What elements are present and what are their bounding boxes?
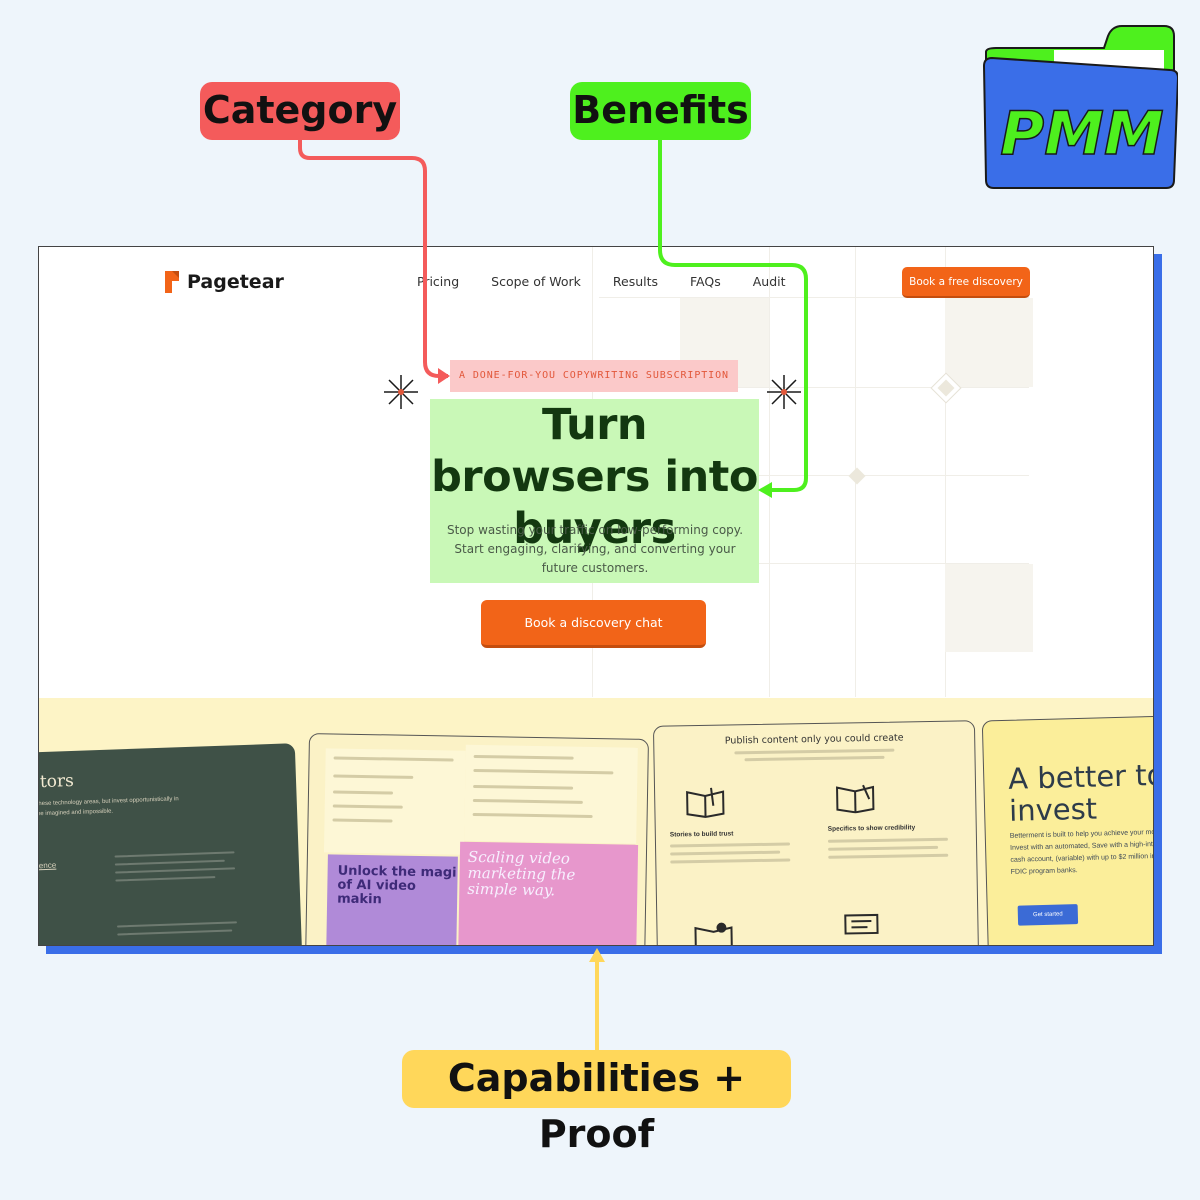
text-line (670, 842, 791, 848)
brand-name: Pagetear (187, 271, 284, 293)
case-study-card-ai-video[interactable]: Unlock the magi of AI video makin Scalin… (305, 733, 649, 945)
hero-subheadline: Stop wasting your traffic on low-perform… (446, 523, 744, 575)
capabilities-proof-label: Capabilities + Proof (402, 1050, 791, 1156)
sparkle-icon (383, 374, 419, 410)
text-line (670, 850, 781, 856)
text-line (828, 845, 939, 851)
book-icon (693, 921, 734, 945)
card-title: tors (39, 770, 75, 793)
nav-faqs[interactable]: FAQs (690, 274, 721, 289)
book-icon (685, 786, 726, 819)
scaling-video-text: Scaling video marketing the simple way. (467, 847, 576, 900)
proof-card-strip: tors these technology areas, but invest … (39, 698, 1154, 945)
text-line (114, 859, 225, 866)
text-line (115, 876, 216, 882)
case-study-card-dark[interactable]: tors these technology areas, but invest … (39, 743, 304, 945)
category-label: Category (200, 82, 400, 140)
text-line (114, 851, 235, 858)
card-title: Publish content only you could create (724, 732, 904, 747)
stories-label: Stories to build trust (669, 830, 734, 839)
grid-cell (945, 298, 1033, 387)
book-icon (835, 781, 876, 814)
card-text: he imagined and impossible. (39, 808, 114, 818)
card-link: ence (39, 860, 57, 871)
chat-icon (841, 913, 882, 945)
eyebrow-text: A DONE-FOR-YOU COPYWRITING SUBSCRIPTION (459, 370, 729, 381)
pagetear-logo-icon (165, 271, 179, 293)
unlock-ai-video-text: Unlock the magi of AI video makin (337, 863, 457, 908)
text-line (744, 755, 885, 762)
card-panel (464, 744, 638, 844)
pmm-logo-text: PMM (1000, 99, 1163, 169)
text-line (828, 853, 949, 859)
grid-line (599, 387, 1029, 388)
website-screenshot: Pagetear Pricing Scope of Work Results F… (38, 246, 1154, 946)
sparkle-icon (766, 374, 802, 410)
text-line (115, 867, 236, 874)
main-nav: Pricing Scope of Work Results FAQs Audit (417, 274, 786, 289)
book-discovery-chat-button[interactable]: Book a discovery chat (481, 600, 706, 648)
case-study-card-betterment[interactable]: A better to invest Betterment is built t… (981, 715, 1154, 945)
get-started-button[interactable]: Get started (1017, 904, 1079, 926)
grid-cell (945, 564, 1033, 652)
card-panel (323, 748, 466, 855)
card-text: these technology areas, but invest oppor… (39, 796, 179, 808)
nav-audit[interactable]: Audit (752, 274, 786, 289)
text-line (116, 921, 237, 928)
text-line (734, 748, 895, 755)
grid-line (599, 475, 1029, 476)
diamond-deco (848, 467, 866, 485)
pmm-folder-logo: PMM (982, 22, 1180, 190)
specifics-label: Specifics to show credibility (827, 824, 916, 833)
nav-results[interactable]: Results (612, 274, 659, 289)
book-free-discovery-button[interactable]: Book a free discovery (902, 267, 1030, 298)
brand-logo[interactable]: Pagetear (165, 271, 284, 293)
grid-line (769, 247, 770, 697)
benefits-label: Benefits (570, 82, 751, 140)
nav-scope-of-work[interactable]: Scope of Work (491, 274, 581, 289)
text-line (827, 837, 948, 843)
nav-pricing[interactable]: Pricing (417, 274, 460, 289)
card-body: Betterment is built to help you achieve … (1009, 828, 1154, 876)
case-study-card-publish[interactable]: Publish content only you could create St… (652, 720, 980, 945)
card-title: A better to invest (1007, 757, 1154, 828)
grid-line (599, 563, 1029, 564)
grid-line (945, 247, 946, 697)
grid-line (599, 297, 1029, 298)
text-line (670, 858, 791, 864)
text-line (117, 929, 233, 936)
